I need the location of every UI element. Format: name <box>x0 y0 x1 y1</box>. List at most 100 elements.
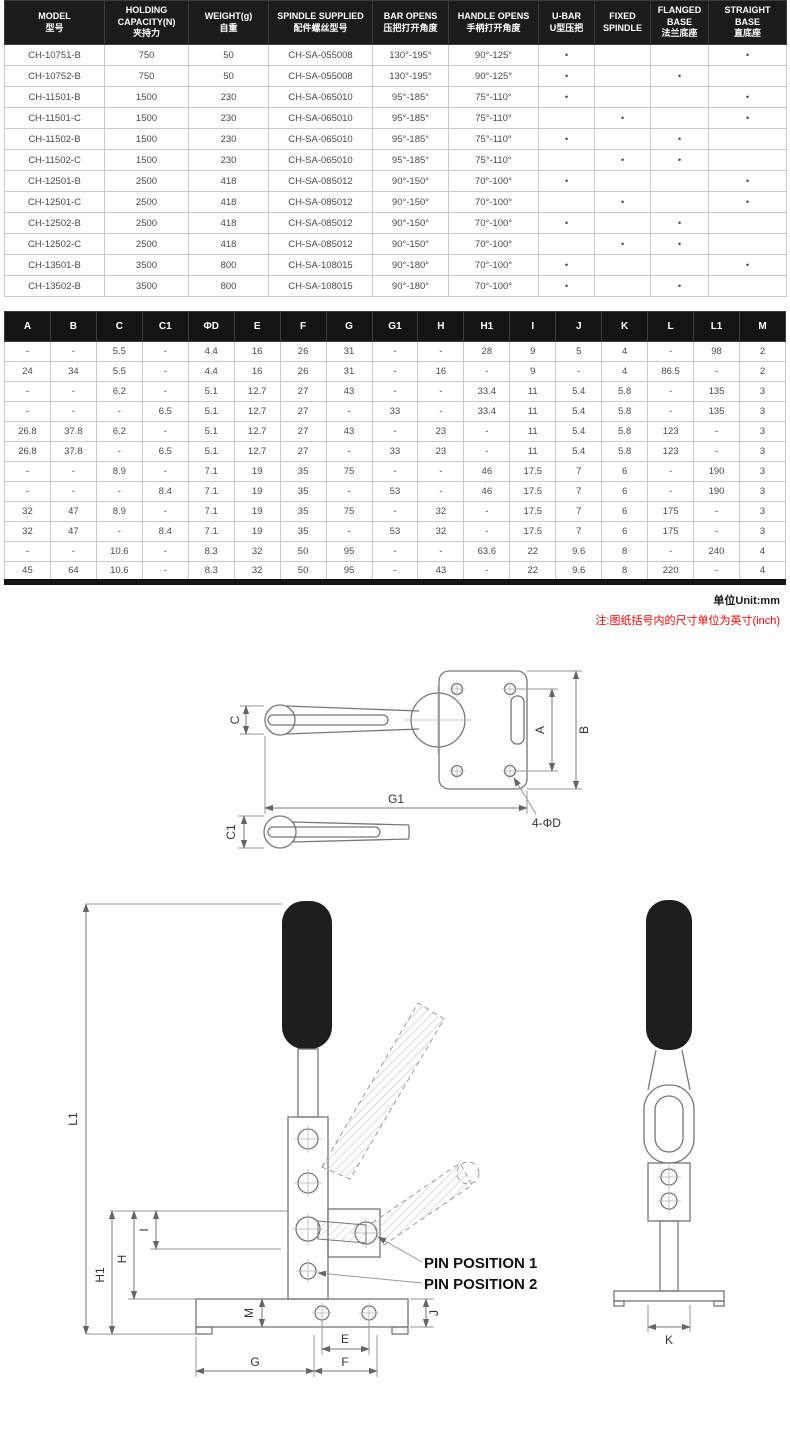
table-cell: 16 <box>233 341 281 363</box>
table-cell: 3500 <box>104 275 189 298</box>
table-cell: 95°-185° <box>372 107 449 130</box>
u-bar-piece <box>263 814 410 849</box>
table-cell: 6 <box>601 521 649 543</box>
table-cell: 50 <box>279 541 327 563</box>
table-cell <box>594 128 651 151</box>
table-cell: 75°-110° <box>448 149 539 172</box>
table-cell: 5.5 <box>95 341 143 363</box>
table-cell: 8.9 <box>95 461 143 483</box>
table-cell: 16 <box>233 361 281 383</box>
table-cell <box>594 44 651 67</box>
table-cell: 175 <box>647 521 695 543</box>
table-cell: 26 <box>279 361 327 383</box>
table-cell: 24 <box>4 361 51 383</box>
table-cell: CH-12501-B <box>4 170 105 193</box>
table-cell: - <box>371 381 419 403</box>
table-cell: 33.4 <box>463 381 511 403</box>
table-cell: 90°-180° <box>372 275 449 298</box>
table-cell: CH-11502-B <box>4 128 105 151</box>
table-cell: - <box>417 461 465 483</box>
table-cell: 35 <box>279 481 327 503</box>
table-cell: 5.4 <box>555 381 603 403</box>
table-cell: 6 <box>601 501 649 523</box>
clamp-side-view <box>195 900 480 1335</box>
table-cell: 47 <box>49 501 97 523</box>
table-cell: • <box>708 254 787 277</box>
table-cell: 7 <box>555 481 603 503</box>
table-cell: 95°-185° <box>372 128 449 151</box>
table-cell: 5.1 <box>187 401 235 423</box>
table-cell: 17.5 <box>509 481 557 503</box>
dim-label-l1: L1 <box>66 1112 80 1126</box>
table-cell: 800 <box>188 275 269 298</box>
table-cell: - <box>141 501 189 523</box>
table-cell: 32 <box>4 501 51 523</box>
table-cell: - <box>693 521 740 543</box>
table-cell: • <box>650 233 709 256</box>
pin-position-1-label: PIN POSITION 1 <box>424 1255 537 1272</box>
table-cell: 7 <box>555 521 603 543</box>
table-cell: 28 <box>463 341 511 363</box>
table-cell: 32 <box>4 521 51 543</box>
table-cell: 3 <box>739 401 786 423</box>
dim-l1: L1 <box>66 902 282 1335</box>
table-cell: - <box>371 561 419 583</box>
table-cell: CH-SA-065010 <box>268 149 373 172</box>
table-cell: 32 <box>417 501 465 523</box>
table-cell <box>650 86 709 109</box>
table-cell: 70°-100° <box>448 275 539 298</box>
table-cell: 6 <box>601 481 649 503</box>
table-cell: 190 <box>693 481 740 503</box>
table-cell: - <box>49 481 97 503</box>
table-cell: - <box>141 541 189 563</box>
pin-position-callouts: PIN POSITION 1 PIN POSITION 2 <box>317 1236 537 1293</box>
table-cell: 130°-195° <box>372 44 449 67</box>
table-cell: 33.4 <box>463 401 511 423</box>
table-cell: 7.1 <box>187 521 235 543</box>
dim-col-g1: G1 <box>371 311 419 343</box>
table-cell: 26 <box>279 341 327 363</box>
table-cell: • <box>538 86 595 109</box>
table-cell: 8.3 <box>187 541 235 563</box>
table-cell: - <box>463 521 511 543</box>
table-cell: - <box>417 341 465 363</box>
table-cell: 90°-180° <box>372 254 449 277</box>
table-cell: - <box>141 461 189 483</box>
table-cell: 90°-150° <box>372 191 449 214</box>
table-cell: 800 <box>188 254 269 277</box>
table-cell: - <box>49 381 97 403</box>
dimension-table: A B C C1 ΦD E F G G1 H H1 I J K L L1 M -… <box>4 311 786 585</box>
table-cell: - <box>95 441 143 463</box>
inch-note: 注:图纸括号内的尺寸单位为英寸(inch) <box>595 614 780 627</box>
table-cell: - <box>463 361 511 383</box>
table-cell: 4.4 <box>187 361 235 383</box>
table-cell: 5.1 <box>187 381 235 403</box>
table-cell: 750 <box>104 44 189 67</box>
table-cell: 2 <box>739 361 786 383</box>
table-cell: 37.8 <box>49 441 97 463</box>
table-cell: - <box>325 401 373 423</box>
dim-i: I <box>137 1209 281 1250</box>
table-cell: - <box>141 381 189 403</box>
table-cell <box>594 170 651 193</box>
table-cell: CH-11501-B <box>4 86 105 109</box>
table-cell <box>708 149 787 172</box>
table-cell <box>708 275 787 298</box>
dim-label-k: K <box>665 1333 673 1347</box>
table-cell: - <box>49 541 97 563</box>
table-cell: 418 <box>188 212 269 235</box>
dim-label-h1: H1 <box>93 1267 107 1283</box>
table-cell: - <box>371 361 419 383</box>
table-cell: - <box>4 541 51 563</box>
table-cell: 8.3 <box>187 561 235 583</box>
table-cell: 6.2 <box>95 421 143 443</box>
table-cell: CH-SA-085012 <box>268 170 373 193</box>
table-cell: 86.5 <box>647 361 695 383</box>
table-cell: 70°-100° <box>448 254 539 277</box>
table-cell: - <box>4 341 51 363</box>
table-cell: • <box>708 86 787 109</box>
table-cell: - <box>417 481 465 503</box>
